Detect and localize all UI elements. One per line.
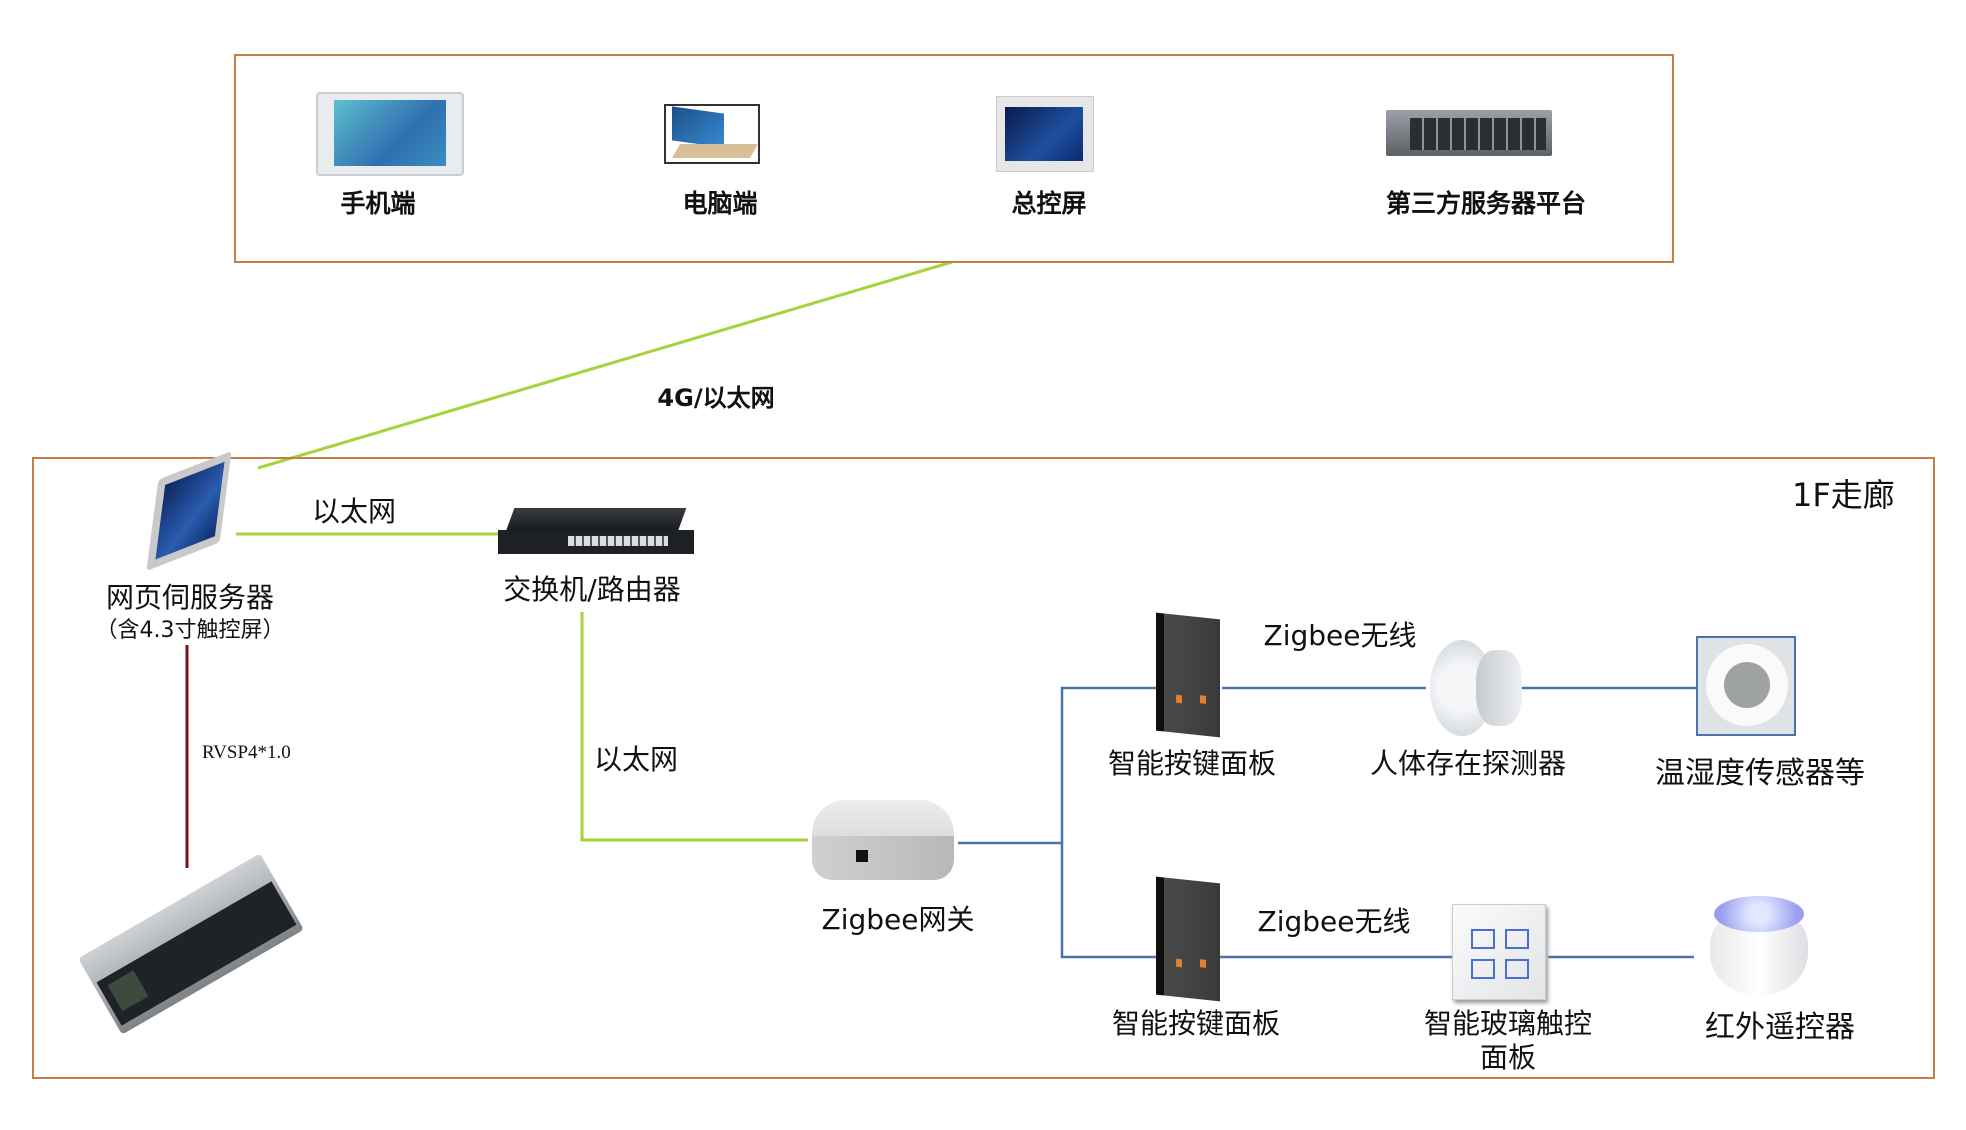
network-switch-icon [498,508,694,556]
laptop-icon [664,104,760,164]
floor-title: 1F走廊 [1792,476,1895,514]
temperature-humidity-sensor-icon [1696,636,1796,736]
zigbee-branch-bottom [1060,843,1156,959]
link-label-uplink: 4G/以太网 [657,384,775,412]
switch-label: 交换机/路由器 [503,573,681,606]
device-label-button-panel-bottom: 智能按键面板 [1111,1007,1281,1040]
zigbee-gateway-icon [808,800,958,890]
ir-remote-icon [1704,894,1814,996]
device-label-master-screen: 总控屏 [1011,189,1087,218]
web-server-label: 网页伺服务器 [105,581,275,614]
zigbee-branch-top [1060,686,1156,843]
tablet-icon [316,92,464,176]
device-label-ir-remote: 红外遥控器 [1705,1010,1855,1045]
floor-1f-area [32,457,1935,1079]
web-server-sublabel: （含4.3寸触控屏） [95,618,285,643]
link-label-ethernet-1: 以太网 [311,495,397,528]
device-label-mobile: 手机端 [340,189,416,218]
link-label-zigbee-top: Zigbee无线 [1263,619,1417,652]
presence-detector-icon [1420,640,1524,736]
ethernet-line-switch-to-gateway [580,612,808,842]
uplink-line [257,260,953,470]
device-label-button-panel-top: 智能按键面板 [1107,747,1277,780]
device-label-glass-panel: 智能玻璃触控 [1423,1007,1593,1040]
device-label-temp-humidity: 温湿度传感器等 [1655,756,1865,791]
server-rack-icon [1386,110,1552,156]
smart-button-panel-icon [1156,876,1220,1002]
device-label-presence-detector: 人体存在探测器 [1369,747,1567,780]
link-label-cable: RVSP4*1.0 [202,742,291,763]
glass-touch-panel-icon [1452,904,1546,1000]
control-screen-icon [996,96,1094,172]
device-label-third-party: 第三方服务器平台 [1385,189,1587,218]
smart-button-panel-icon [1156,612,1220,738]
device-label-pc: 电脑端 [682,189,758,218]
device-label-glass-panel-line2: 面板 [1479,1041,1537,1074]
link-label-zigbee-bottom: Zigbee无线 [1257,905,1411,938]
gateway-label: Zigbee网关 [821,903,975,936]
cloud-clients-group [234,54,1674,263]
link-label-ethernet-2: 以太网 [593,743,679,776]
